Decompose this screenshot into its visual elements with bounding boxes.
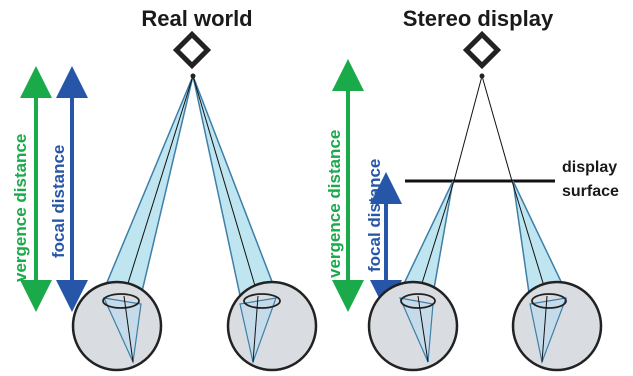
- eyeball-icon: [511, 280, 603, 372]
- real-right-cone: [192, 75, 278, 301]
- stereo-focal-label: focal distance: [365, 159, 384, 272]
- real-world-panel: Real world vergence distance focal dista…: [11, 6, 318, 372]
- display-surface-label-line2: surface: [562, 183, 619, 200]
- eyeball-icon: [71, 280, 163, 372]
- real-right-sightline: [192, 75, 259, 297]
- display-surface-label-line1: display: [562, 159, 617, 176]
- real-left-cone: [101, 75, 194, 301]
- real-world-title: Real world: [141, 6, 252, 31]
- stereo-right-upper-sightline: [481, 75, 513, 182]
- eyeball-icon: [226, 280, 318, 372]
- real-focal-label: focal distance: [49, 145, 68, 258]
- diamond-target-icon: [172, 30, 212, 79]
- stereo-vergence-label: vergence distance: [325, 130, 344, 278]
- stereo-display-title: Stereo display: [403, 6, 554, 31]
- stereo-left-lower-sightline: [417, 180, 455, 297]
- real-vergence-label: vergence distance: [11, 134, 30, 282]
- real-left-sightline: [123, 75, 194, 297]
- stereo-right-lower-sightline: [511, 180, 548, 297]
- eyeball-icon: [367, 280, 459, 372]
- diamond-target-icon: [462, 30, 502, 79]
- stereo-left-upper-sightline: [453, 75, 483, 182]
- stereo-display-panel: Stereo display vergence distance focal d…: [325, 6, 619, 372]
